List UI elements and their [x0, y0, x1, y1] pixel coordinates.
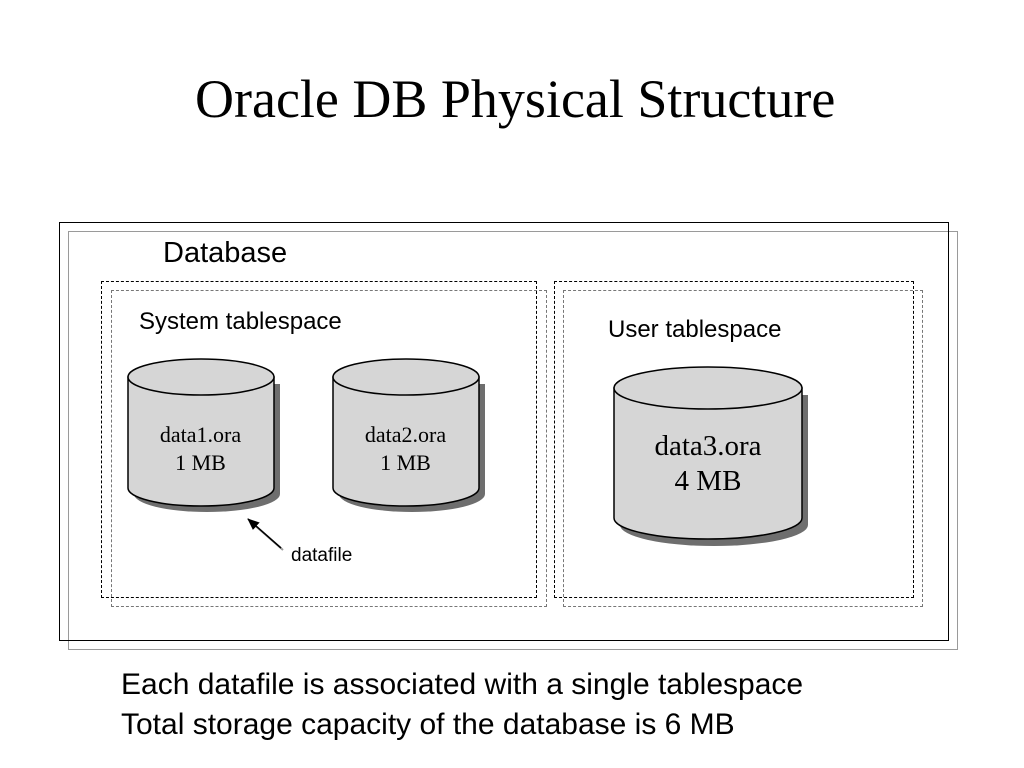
system-tablespace-frame-shadow — [111, 290, 547, 607]
note-line-1: Each datafile is associated with a singl… — [121, 668, 804, 701]
datafile-callout-label: datafile — [291, 545, 353, 566]
datafile-1-size: 1 MB — [175, 449, 226, 475]
datafile-3-size: 4 MB — [674, 464, 742, 497]
datafile-cylinder-3 — [613, 366, 808, 546]
datafile-3-text: data3.ora 4 MB — [614, 429, 802, 499]
datafile-cylinder-1 — [127, 358, 280, 512]
datafile-cylinder-2 — [332, 358, 485, 512]
datafile-2-name: data2.ora — [364, 422, 447, 447]
datafile-callout-arrow — [247, 518, 282, 549]
database-frame — [59, 222, 949, 641]
datafile-1-name: data1.ora — [159, 422, 242, 447]
system-tablespace-frame — [101, 281, 537, 598]
note-line-2: Total storage capacity of the database i… — [121, 708, 735, 741]
system-tablespace-label: System tablespace — [139, 308, 342, 335]
user-tablespace-frame-shadow — [563, 290, 923, 607]
datafile-2-text: data2.ora 1 MB — [333, 421, 478, 476]
datafile-1-text: data1.ora 1 MB — [128, 421, 273, 476]
slide-title: Oracle DB Physical Structure — [195, 69, 836, 129]
user-tablespace-frame — [554, 281, 914, 598]
database-label: Database — [163, 237, 288, 269]
user-tablespace-label: User tablespace — [608, 316, 782, 343]
datafile-3-name: data3.ora — [654, 430, 762, 462]
datafile-2-size: 1 MB — [380, 449, 431, 475]
database-frame-shadow — [68, 231, 958, 650]
